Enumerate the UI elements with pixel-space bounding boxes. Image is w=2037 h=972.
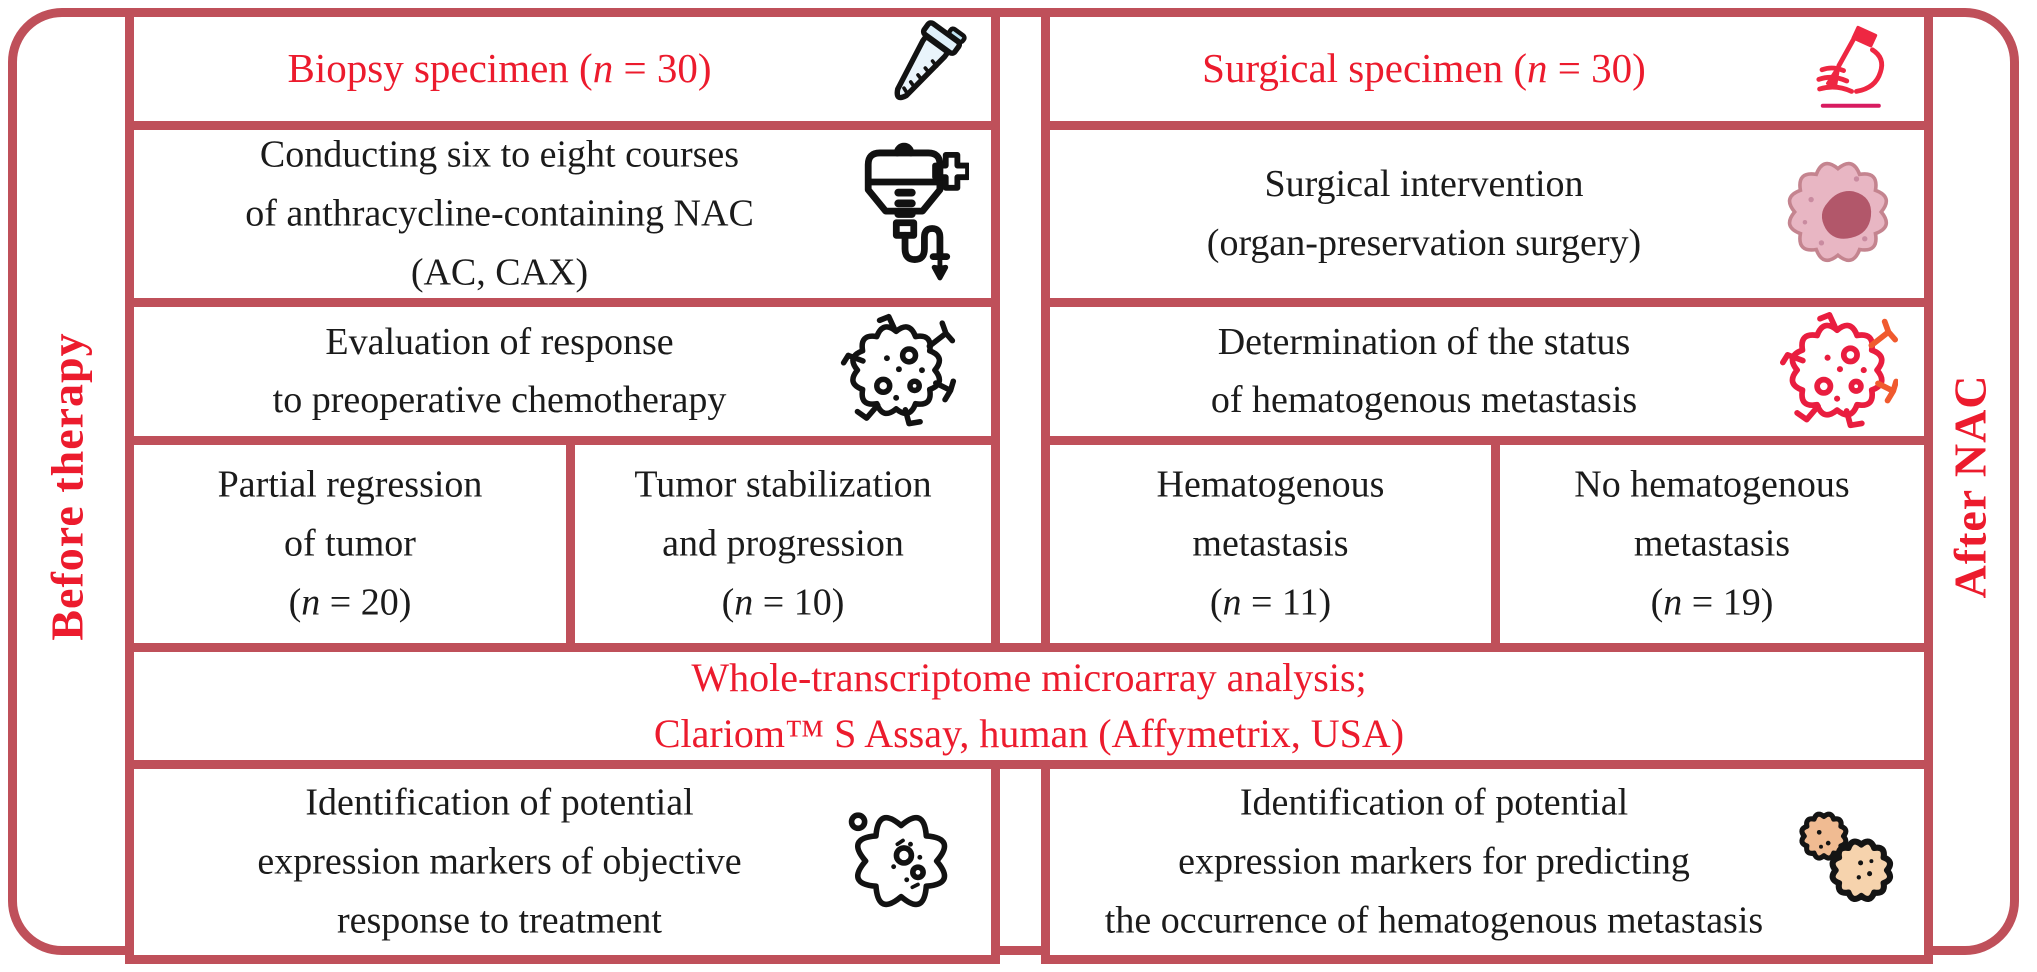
- microarray-analysis-text: Whole-transcriptome microarray analysis;…: [653, 655, 1405, 756]
- after-nac-text: After NAC: [1944, 373, 1996, 599]
- surgical-intervention-box: Surgical intervention(organ-preservation…: [1041, 121, 1933, 307]
- outer-frame: [8, 8, 2019, 955]
- biopsy-specimen-text: Biopsy specimen (n = 30): [287, 45, 712, 92]
- scalpel-hand-icon: [1794, 21, 1898, 117]
- after-nac-label: After NAC: [1915, 0, 2025, 972]
- surgical-intervention-text: Surgical intervention(organ-preservation…: [1206, 163, 1642, 264]
- iv-drip-icon: [843, 141, 969, 287]
- microarray-analysis-banner: Whole-transcriptome microarray analysis;…: [125, 643, 1933, 769]
- amoeba-cell-icon: [845, 802, 961, 922]
- cell-cluster-icon: [1794, 807, 1902, 917]
- biopsy-specimen-box: Biopsy specimen (n = 30): [125, 8, 1000, 130]
- microtube-icon: [867, 15, 971, 123]
- before-therapy-label: Before therapy: [12, 0, 122, 972]
- metastasis-cell-icon: [1780, 311, 1898, 433]
- tumor-icon: [1776, 148, 1904, 280]
- before-therapy-text: Before therapy: [41, 331, 93, 641]
- surgical-specimen-text: Surgical specimen (n = 30): [1202, 45, 1646, 92]
- surgical-specimen-box: Surgical specimen (n = 30): [1041, 8, 1933, 130]
- cancer-cell-outline-icon: [839, 313, 957, 431]
